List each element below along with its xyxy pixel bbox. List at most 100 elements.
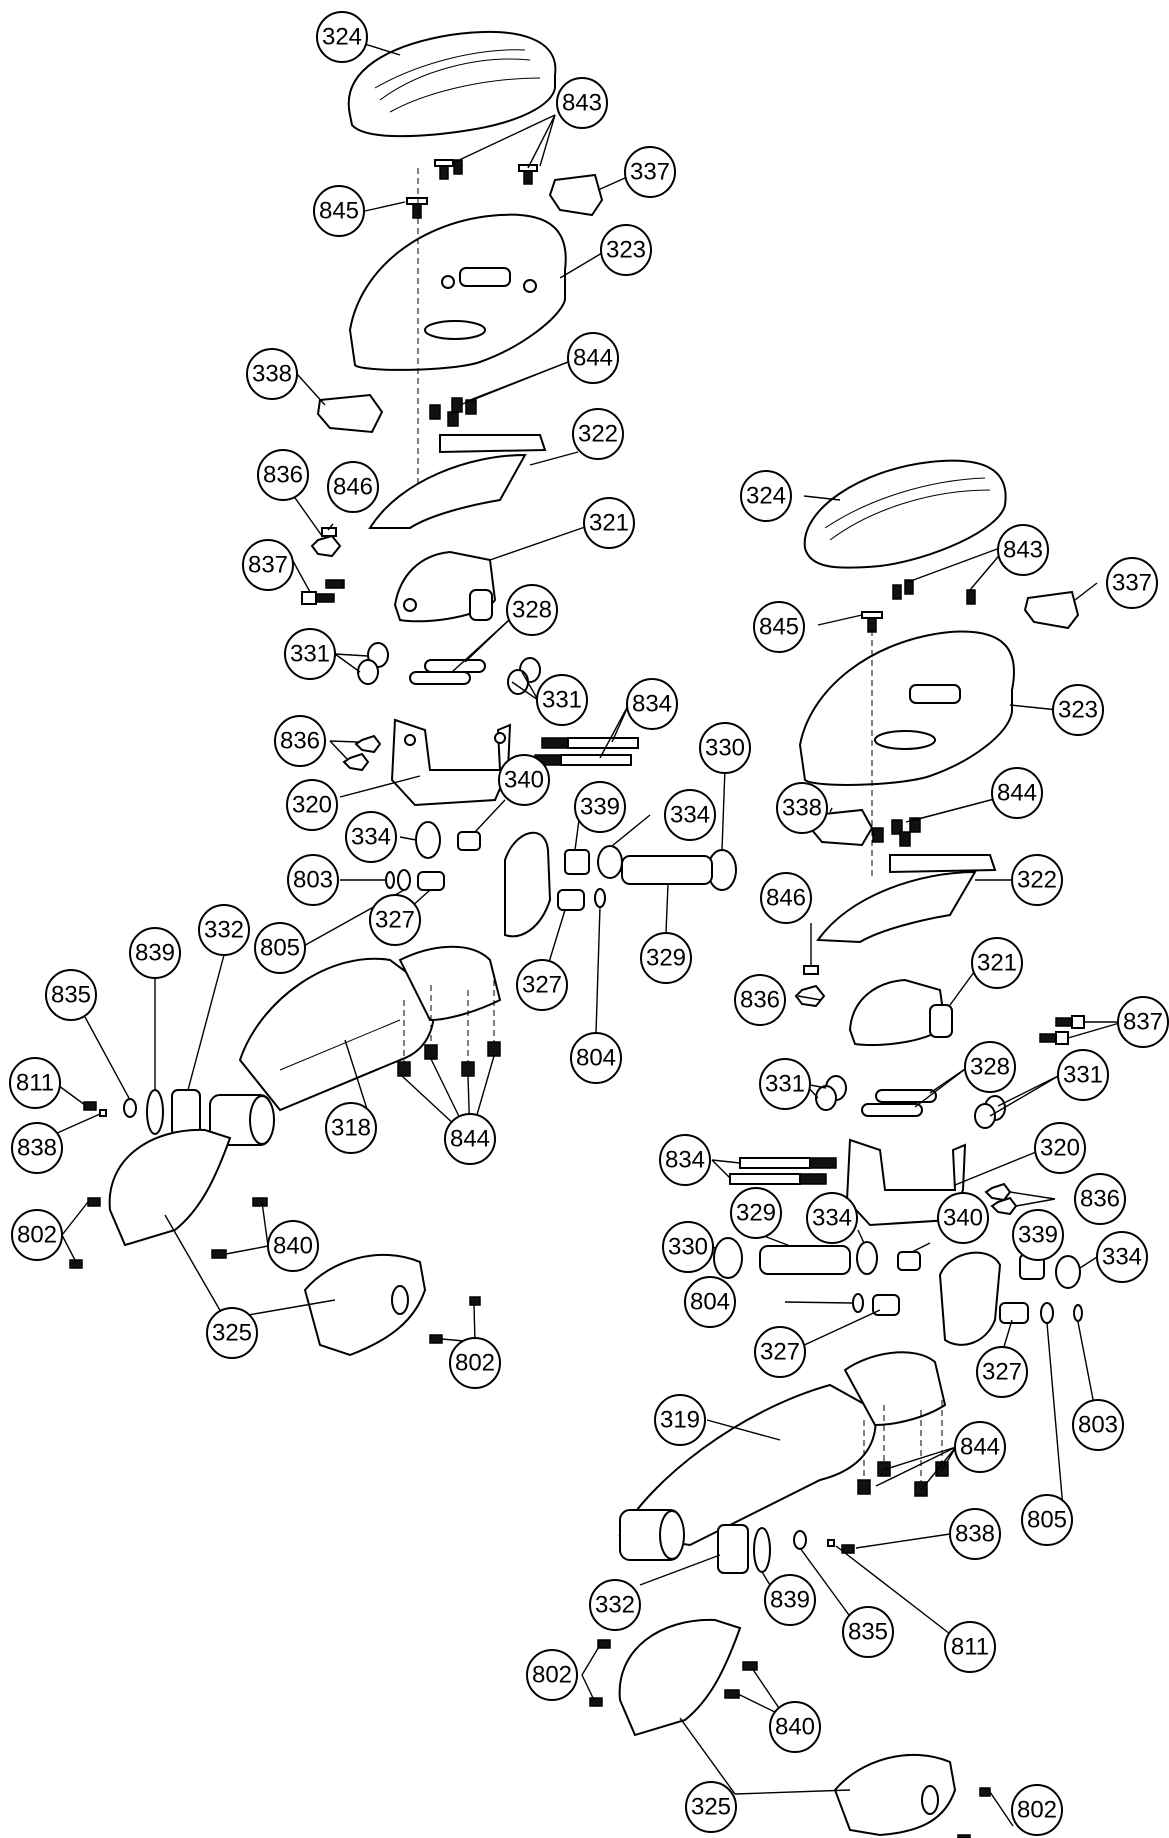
callout-323: 323: [600, 224, 652, 276]
bolt-837-left: [301, 579, 345, 605]
callout-label: 839: [770, 1587, 810, 1614]
callout-label: 337: [630, 159, 670, 186]
washers-left: [385, 869, 606, 911]
callout-label: 803: [293, 867, 333, 894]
callout-324: 324: [740, 470, 792, 522]
callout-835: 835: [842, 1606, 894, 1658]
callout-label: 338: [782, 795, 822, 822]
callout-327: 327: [516, 959, 568, 1011]
bumper-338-left: [316, 393, 384, 434]
callout-324: 324: [316, 11, 368, 63]
callout-label: 327: [760, 1339, 800, 1366]
callout-844: 844: [444, 1113, 496, 1165]
foot-pad-right: [803, 459, 1007, 569]
callout-804: 804: [570, 1032, 622, 1084]
callout-label: 811: [951, 1634, 989, 1661]
callout-label: 838: [17, 1135, 57, 1162]
bolts-837-right: [1039, 1015, 1085, 1045]
callout-label: 324: [746, 483, 786, 510]
callout-844: 844: [954, 1421, 1006, 1473]
screws-844-right-bottom: [857, 1400, 949, 1497]
callout-334: 334: [664, 789, 716, 841]
callout-label: 332: [595, 1592, 635, 1619]
callout-label: 804: [576, 1045, 616, 1072]
nuts-836-846-left: [310, 527, 342, 558]
callout-331: 331: [536, 674, 588, 726]
callout-327: 327: [976, 1346, 1028, 1398]
callout-label: 838: [955, 1521, 995, 1548]
callout-334: 334: [806, 1192, 858, 1244]
callout-844: 844: [567, 332, 619, 384]
callout-339: 339: [1012, 1209, 1064, 1261]
callout-label: 334: [670, 802, 710, 829]
callout-811: 811: [9, 1057, 61, 1109]
callout-label: 805: [260, 935, 300, 962]
callout-327: 327: [754, 1326, 806, 1378]
callout-846: 846: [760, 872, 812, 924]
bracket-322-right: [816, 854, 997, 944]
shaft-329-left: [621, 855, 713, 885]
bushings-331-right: [815, 1075, 1006, 1129]
callout-label: 329: [736, 1200, 776, 1227]
bushings-331-left: [357, 642, 541, 695]
bolts-834-right: [729, 1157, 837, 1185]
callout-845: 845: [753, 601, 805, 653]
callout-844: 844: [991, 767, 1043, 819]
callout-325: 325: [685, 1781, 737, 1833]
callout-836: 836: [734, 974, 786, 1026]
callout-839: 839: [129, 927, 181, 979]
pins-328-right: [861, 1089, 937, 1117]
callout-label: 338: [252, 361, 292, 388]
callout-label: 334: [351, 824, 391, 851]
callout-838: 838: [11, 1122, 63, 1174]
callout-label: 844: [450, 1126, 490, 1153]
screws-843-left: [434, 159, 538, 185]
lever-arm-319-right: [618, 1251, 1002, 1561]
callout-label: 331: [290, 641, 330, 668]
callout-805: 805: [1021, 1494, 1073, 1546]
nuts-836-left-2: [342, 734, 382, 772]
nuts-836-right-2: [984, 1182, 1018, 1216]
callout-label: 322: [1017, 867, 1057, 894]
callout-label: 331: [765, 1071, 805, 1098]
bushings-334-339-340-left: [415, 821, 623, 879]
callout-label: 339: [580, 794, 620, 821]
callout-label: 320: [1040, 1135, 1080, 1162]
callout-802: 802: [11, 1209, 63, 1261]
callout-340: 340: [498, 754, 550, 806]
callout-834: 834: [659, 1134, 711, 1186]
callout-803: 803: [287, 854, 339, 906]
callout-label: 846: [766, 885, 806, 912]
callout-label: 319: [660, 1407, 700, 1434]
callout-label: 846: [333, 474, 373, 501]
callout-327: 327: [369, 894, 421, 946]
callout-334: 334: [345, 811, 397, 863]
callout-label: 834: [632, 691, 672, 718]
foot-pad-left: [347, 31, 557, 138]
callout-label: 845: [319, 198, 359, 225]
callout-label: 327: [522, 972, 562, 999]
callout-331: 331: [1057, 1049, 1109, 1101]
bracket-321-left: [393, 550, 497, 623]
callout-331: 331: [284, 628, 336, 680]
callout-label: 340: [943, 1205, 983, 1232]
callout-label: 835: [848, 1619, 888, 1646]
callout-label: 320: [292, 792, 332, 819]
callout-843: 843: [556, 77, 608, 129]
callout-label: 845: [759, 614, 799, 641]
callout-label: 802: [17, 1222, 57, 1249]
callout-label: 328: [970, 1054, 1010, 1081]
callout-811: 811: [944, 1621, 996, 1673]
callout-803: 803: [1072, 1399, 1124, 1451]
callout-label: 324: [322, 24, 362, 51]
callout-label: 837: [1123, 1009, 1163, 1036]
callout-845: 845: [313, 185, 365, 237]
callout-label: 331: [542, 687, 582, 714]
callout-835: 835: [45, 969, 97, 1021]
callout-332: 332: [198, 904, 250, 956]
screws-844-right-top: [872, 817, 921, 847]
washers-right: [852, 1293, 1083, 1324]
callout-837: 837: [242, 539, 294, 591]
callout-840: 840: [267, 1220, 319, 1272]
callout-325: 325: [206, 1307, 258, 1359]
